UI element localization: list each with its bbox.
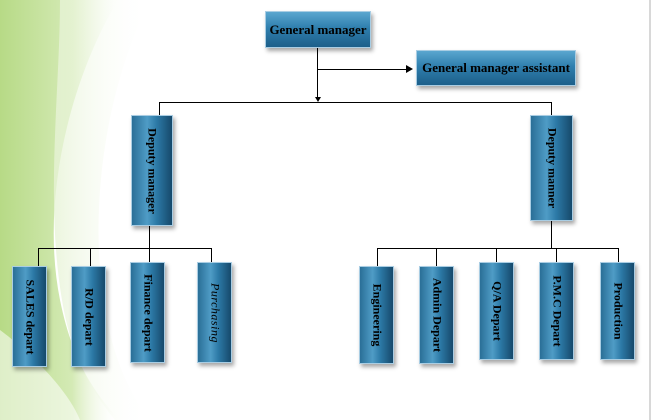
deputy-manner-box: Deputy manner — [530, 115, 573, 221]
connector-left-tick — [211, 248, 212, 262]
connector-left-h — [38, 248, 212, 249]
connector-assistant-arrow — [406, 65, 413, 73]
production-label: Production — [611, 282, 625, 340]
pmc-depart-label: P.M.C Depart — [550, 275, 564, 347]
connector-left-drop — [149, 225, 150, 249]
admin-depart-box: Admin Depart — [419, 266, 454, 364]
connector-left-tick — [149, 248, 150, 262]
finance-depart-box: Finance depart — [130, 262, 165, 363]
admin-depart-label: Admin Depart — [430, 277, 444, 353]
sales-depart-label: SALES depart — [23, 278, 37, 355]
general-manager-label: General manager — [269, 21, 367, 37]
deputy-manager-box: Deputy manager — [131, 115, 173, 226]
connector-left-tick — [90, 248, 91, 266]
qa-depart-label: Q/A Depart — [490, 281, 504, 341]
connector-right-tick — [618, 248, 619, 262]
connector-right-tick — [496, 248, 497, 262]
deputy-manner-label: Deputy manner — [545, 127, 559, 209]
deputy-manager-label: Deputy manager — [145, 127, 160, 214]
purchasing-label: Purchasing — [208, 282, 222, 343]
general-manager-box: General manager — [265, 11, 371, 48]
engineering-box: Engineering — [359, 266, 394, 364]
connector-left-tick — [38, 248, 39, 266]
connector-right-tick — [377, 248, 378, 266]
general-manager-assistant-box: General manager assistant — [416, 50, 576, 86]
engineering-label: Engineering — [370, 283, 384, 347]
connector-right-tick — [436, 248, 437, 266]
connector-deputies-h — [159, 102, 552, 103]
pmc-depart-box: P.M.C Depart — [539, 262, 574, 360]
rd-depart-box: R/D depart — [71, 266, 106, 367]
finance-depart-label: Finance depart — [141, 273, 155, 352]
production-box: Production — [600, 262, 635, 360]
connector-root-arrow — [315, 97, 321, 102]
connector-deputy-right-v — [551, 102, 552, 115]
connector-deputy-left-v — [159, 102, 160, 115]
sales-depart-box: SALES depart — [12, 266, 47, 367]
connector-assistant-h — [317, 69, 407, 70]
connector-right-drop — [551, 220, 552, 249]
qa-depart-box: Q/A Depart — [479, 262, 514, 360]
connector-root-down — [317, 48, 318, 98]
connector-right-h — [377, 248, 619, 249]
rd-depart-label: R/D depart — [82, 287, 96, 346]
general-manager-assistant-label: General manager assistant — [422, 60, 570, 75]
purchasing-box: Purchasing — [197, 262, 232, 363]
connector-right-tick — [556, 248, 557, 262]
